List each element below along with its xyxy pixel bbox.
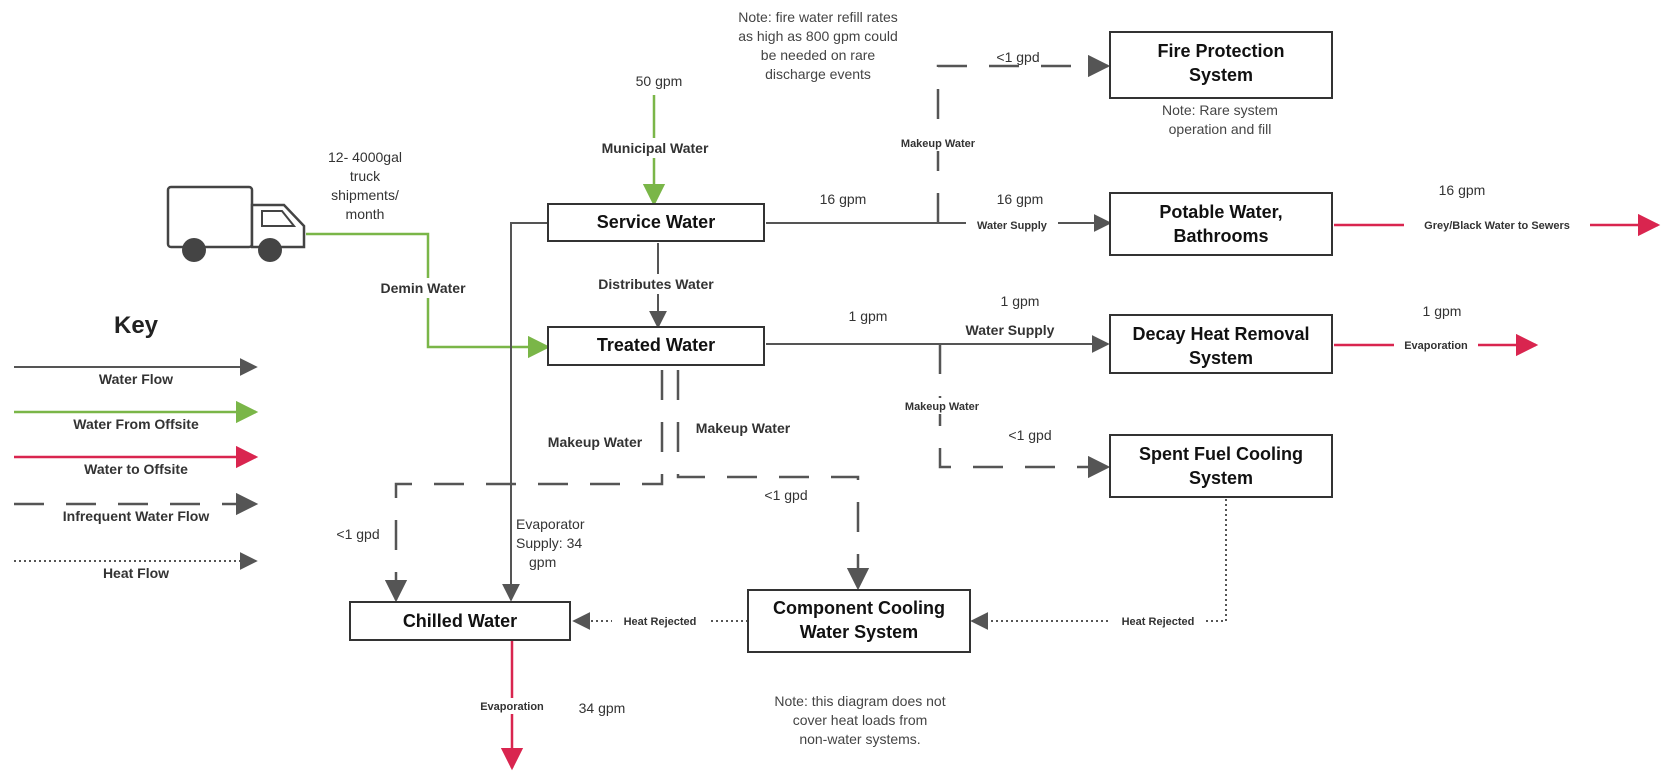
spent-fuel-box: Spent Fuel Cooling System — [1109, 434, 1333, 498]
sewer-16gpm-label: 16 gpm — [1439, 182, 1486, 198]
component-cooling-title-line2: Water System — [800, 622, 918, 642]
demin-water-label: Demin Water — [380, 280, 466, 296]
truck-shipments-line1: 12- 4000gal — [328, 149, 402, 165]
chilled-water-title: Chilled Water — [403, 611, 517, 631]
potable-16gpm-label: 16 gpm — [997, 191, 1044, 207]
legend-heat-flow-label: Heat Flow — [103, 565, 169, 581]
fire-makeup-arrow — [936, 54, 1111, 223]
legend-title: Key — [114, 312, 159, 339]
treated-1gpm-label: 1 gpm — [849, 308, 888, 324]
evaporator-supply-line2: Supply: 34 — [516, 535, 582, 551]
distributes-water-label: Distributes Water — [598, 276, 714, 292]
component-cooling-box: Component Cooling Water System — [747, 589, 971, 653]
spent-fuel-makeup-arrow — [938, 344, 1111, 479]
evaporation-chilled-label: Evaporation — [480, 701, 544, 713]
treated-water-title: Treated Water — [597, 335, 715, 355]
grey-black-label: Grey/Black Water to Sewers — [1424, 220, 1570, 232]
truck-icon — [166, 185, 306, 262]
potable-water-title-line1: Potable Water, — [1159, 202, 1282, 222]
water-supply-decay-label: Water Supply — [966, 322, 1055, 338]
evaporator-supply-arrow — [502, 222, 548, 602]
fire-rare-note-line1: Note: Rare system — [1162, 102, 1278, 118]
evaporator-supply-line3: gpm — [529, 554, 556, 570]
spent-1gpd-label: <1 gpd — [1008, 427, 1051, 443]
fire-protection-box: Fire Protection System — [1109, 31, 1333, 99]
heat-rejected-right-label: Heat Rejected — [1122, 616, 1195, 628]
spent-fuel-heat-arrow — [970, 499, 1227, 630]
spent-fuel-title-line1: Spent Fuel Cooling — [1139, 444, 1303, 464]
municipal-water-label: Municipal Water — [602, 140, 709, 156]
truck-shipments-line4: month — [346, 206, 385, 222]
legend-offsite-in-label: Water From Offsite — [73, 416, 199, 432]
municipal-rate-label: 50 gpm — [636, 73, 683, 89]
water-supply-potable-label: Water Supply — [977, 220, 1048, 232]
truck-shipments-line3: shipments/ — [331, 187, 399, 203]
service-16gpm-label: 16 gpm — [820, 191, 867, 207]
evap-1gpm-label: 1 gpm — [1423, 303, 1462, 319]
legend: Key Water Flow Water From Offsite Water … — [14, 312, 259, 582]
chilled-34gpm-label: 34 gpm — [579, 700, 626, 716]
spent-fuel-title-line2: System — [1189, 468, 1253, 488]
fire-refill-note-line2: as high as 800 gpm could — [738, 28, 898, 44]
decay-heat-title-line1: Decay Heat Removal — [1132, 324, 1309, 344]
makeup-fire-label: Makeup Water — [901, 138, 976, 150]
service-water-box: Service Water — [547, 203, 765, 242]
service-water-title: Service Water — [597, 212, 715, 232]
potable-water-title-line2: Bathrooms — [1173, 226, 1268, 246]
fire-protection-title-line2: System — [1189, 65, 1253, 85]
chilled-1gpd-label: <1 gpd — [336, 526, 379, 542]
treated-water-box: Treated Water — [547, 326, 765, 366]
legend-water-flow-label: Water Flow — [99, 371, 173, 387]
evaporator-supply-line1: Evaporator — [516, 516, 585, 532]
decay-heat-title-line2: System — [1189, 348, 1253, 368]
fire-refill-note-line4: discharge events — [765, 66, 871, 82]
makeup-component-arrow — [676, 370, 870, 591]
heat-rejected-left-label: Heat Rejected — [624, 616, 697, 628]
fire-refill-note-line1: Note: fire water refill rates — [738, 9, 898, 25]
makeup-chilled-arrow — [384, 370, 664, 603]
fire-rare-note-line2: operation and fill — [1169, 121, 1272, 137]
potable-water-box: Potable Water, Bathrooms — [1109, 192, 1333, 256]
fire-refill-note-line3: be needed on rare — [761, 47, 876, 63]
decay-heat-box: Decay Heat Removal System — [1109, 314, 1333, 374]
heat-loads-note-line2: cover heat loads from — [793, 712, 928, 728]
fire-1gpd-label: <1 gpd — [996, 49, 1039, 65]
makeup-right-label: Makeup Water — [696, 420, 791, 436]
decay-1gpm-label: 1 gpm — [1001, 293, 1040, 309]
component-1gpd-label: <1 gpd — [764, 487, 807, 503]
legend-infrequent-label: Infrequent Water Flow — [63, 508, 210, 524]
heat-loads-note-line3: non-water systems. — [799, 731, 920, 747]
chilled-water-box: Chilled Water — [349, 601, 571, 641]
makeup-left-label: Makeup Water — [548, 434, 643, 450]
heat-loads-note-line1: Note: this diagram does not — [774, 693, 945, 709]
truck-shipments-line2: truck — [350, 168, 381, 184]
fire-protection-title-line1: Fire Protection — [1157, 41, 1284, 61]
component-cooling-title-line1: Component Cooling — [773, 598, 945, 618]
makeup-spent-label: Makeup Water — [905, 401, 980, 413]
evaporation-decay-label: Evaporation — [1404, 340, 1468, 352]
legend-offsite-out-label: Water to Offsite — [84, 461, 188, 477]
